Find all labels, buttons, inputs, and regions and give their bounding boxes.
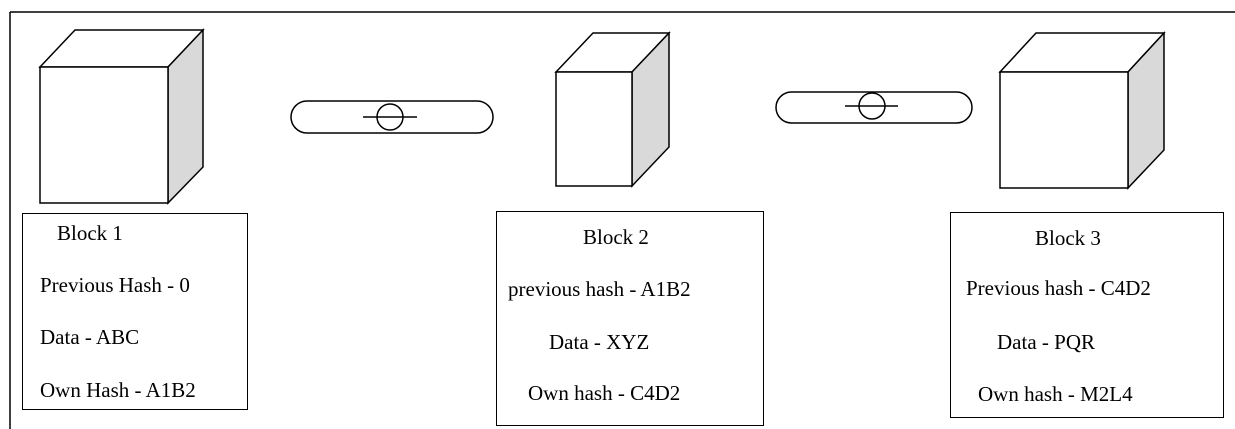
block-1-own-hash: Own Hash - A1B2 — [40, 378, 196, 402]
chain-link-icon — [290, 100, 494, 134]
block-2-box: Block 2 previous hash - A1B2 Data - XYZ … — [496, 211, 764, 426]
block-3-data: Data - PQR — [997, 330, 1095, 354]
block-2-title: Block 2 — [583, 225, 649, 249]
block-1-data: Data - ABC — [40, 325, 140, 349]
block-2-previous-hash: previous hash - A1B2 — [508, 277, 691, 301]
block-1-previous-hash: Previous Hash - 0 — [40, 273, 190, 297]
block-1-box: Block 1 Previous Hash - 0 Data - ABC Own… — [22, 213, 248, 410]
block-3-title: Block 3 — [1035, 226, 1101, 250]
block-1-title: Block 1 — [57, 221, 123, 245]
block-3-box: Block 3 Previous hash - C4D2 Data - PQR … — [950, 212, 1224, 418]
chain-link-icon — [775, 91, 973, 124]
block-3-own-hash: Own hash - M2L4 — [978, 382, 1133, 406]
cube-icon — [554, 31, 671, 188]
block-3-previous-hash: Previous hash - C4D2 — [966, 276, 1151, 300]
block-2-data: Data - XYZ — [549, 330, 650, 354]
block-2-own-hash: Own hash - C4D2 — [528, 381, 681, 405]
cube-icon — [998, 31, 1166, 190]
cube-icon — [38, 28, 205, 205]
